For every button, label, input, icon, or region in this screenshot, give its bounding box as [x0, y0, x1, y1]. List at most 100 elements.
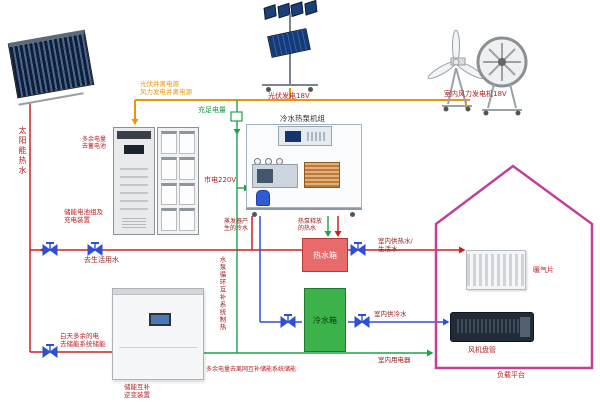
label-inverter-cabinet: 储能互补 逆变装置 [124, 383, 150, 399]
inverter-seam [119, 347, 197, 348]
fan-coil-grille [457, 319, 519, 333]
battery-module [179, 131, 195, 154]
label-mains: 市电220V [204, 176, 237, 184]
label-pv-power: 光伏并离电源 [140, 80, 179, 88]
hot-water-pipes [29, 102, 464, 353]
label-radiator: 暖气片 [533, 266, 554, 274]
turbine-wheel [465, 106, 471, 112]
battery-module [179, 208, 195, 231]
valves [42, 242, 370, 358]
hot-tank-label: 热水箱 [313, 250, 337, 260]
aux-green-lines [204, 100, 432, 354]
label-indoor-cold-water: 室内供冷水 [374, 310, 407, 318]
label-pv-gen: 光伏发电18V [268, 92, 310, 100]
label-to-domestic-water: 去生活用水 [84, 256, 119, 264]
valve-icon [354, 314, 370, 328]
bench-screen [285, 131, 301, 142]
label-indoor-hot-water: 室内供热水/ 生活水 [378, 237, 413, 253]
battery-shelf [161, 131, 195, 154]
pv-base [262, 84, 318, 86]
battery-module [179, 156, 195, 180]
bench-machine-block [252, 164, 298, 188]
cold-water-tank: 冷水箱 [304, 288, 346, 352]
cabinet-top-strip [117, 131, 151, 139]
cabinet-screen [124, 145, 144, 154]
bench-wheel [350, 212, 355, 217]
label-daytime-surplus: 白天多余的电 去储能系统储能 [60, 332, 106, 348]
junction-box-icon [230, 111, 243, 122]
heat-pump-unit [246, 124, 362, 218]
house-outline [434, 164, 594, 370]
fan-wheel [483, 110, 489, 116]
bench-control-panel [278, 126, 332, 146]
valve-icon [87, 242, 103, 256]
label-wind-gen: 室内风力发电机18V [444, 90, 507, 98]
battery-module [161, 208, 177, 231]
label-power-sources: 光伏并离电源 风力发电并离电源 [140, 80, 192, 96]
battery-module [161, 156, 177, 180]
inverter-cabinet [112, 288, 204, 380]
bench-wheel [252, 212, 257, 217]
pv-generator [258, 0, 322, 94]
cabinet-vent [122, 216, 146, 228]
pv-mini-panel [277, 2, 290, 19]
inverter-top-strip [113, 289, 203, 295]
valve-icon [280, 314, 296, 328]
turbine-rotor [427, 29, 485, 80]
battery-shelf [161, 208, 195, 231]
label-heat-pump-unit: 冷水热泵机组 [280, 114, 325, 123]
bench-compressor [256, 190, 270, 206]
inverter-screen [149, 313, 171, 326]
machine-inner [257, 169, 273, 183]
bench-keypad [307, 132, 325, 141]
valve-icon [42, 344, 58, 358]
fan-stand [482, 83, 522, 111]
radiator [466, 250, 526, 290]
battery-shelf [161, 156, 195, 180]
label-pump-cycle: 水泵循环互补系统制热 [218, 256, 226, 331]
fan-wheel [515, 110, 521, 116]
pv-wheel [266, 87, 271, 92]
bench-table [246, 208, 362, 210]
fan-coil-unit [450, 312, 534, 342]
label-solar-hot-water: 太阳能热水 [18, 126, 27, 176]
label-fan-coil: 风机盘管 [468, 346, 496, 354]
bench-copper-coil [304, 162, 340, 188]
label-charge-ok: 充足电量 [198, 106, 226, 114]
battery-module [161, 182, 177, 206]
cabinet-switch-rows [120, 162, 148, 210]
turbine-tower [442, 67, 472, 107]
label-indoor-appliances: 室内用电器 [378, 356, 411, 364]
radiator-fins [467, 254, 525, 286]
label-evaporator-cold: 蒸发器产 生的冷水 [224, 218, 249, 232]
pv-mini-panel [303, 0, 317, 16]
battery-shelf [161, 182, 195, 206]
label-surplus-to-battery: 多余电量 去蓄电池 [82, 136, 107, 150]
wind-fan [476, 36, 528, 88]
pv-mini-panel [263, 4, 277, 20]
pv-mini-panel [290, 1, 303, 18]
pv-panel [267, 28, 311, 58]
hot-water-tank: 热水箱 [302, 238, 348, 272]
pv-wheel [308, 87, 313, 92]
fan-coil-endcap [520, 317, 530, 337]
valve-icon [42, 242, 58, 256]
wind-generator [424, 16, 530, 118]
cold-water-pipes [259, 216, 448, 323]
label-battery-cabinet: 储能电池组及 充电装置 [64, 208, 103, 224]
battery-cabinet-right [157, 127, 199, 235]
wind-generator-drawing [427, 29, 528, 116]
solar-collector [4, 28, 100, 112]
label-surplus-offgrid: 多余电量去离网互补储能系统储能 [206, 366, 297, 373]
label-load-platform: 负载平台 [497, 371, 525, 379]
cold-tank-label: 冷水箱 [313, 315, 337, 325]
battery-module [161, 131, 177, 154]
collector-tubes [7, 29, 95, 99]
valve-icon [350, 242, 366, 256]
label-heatpump-hot: 热泵释放 的热水 [298, 218, 323, 232]
turbine-wheel [443, 106, 449, 112]
battery-module [179, 182, 195, 206]
battery-cabinet-left [113, 127, 155, 235]
